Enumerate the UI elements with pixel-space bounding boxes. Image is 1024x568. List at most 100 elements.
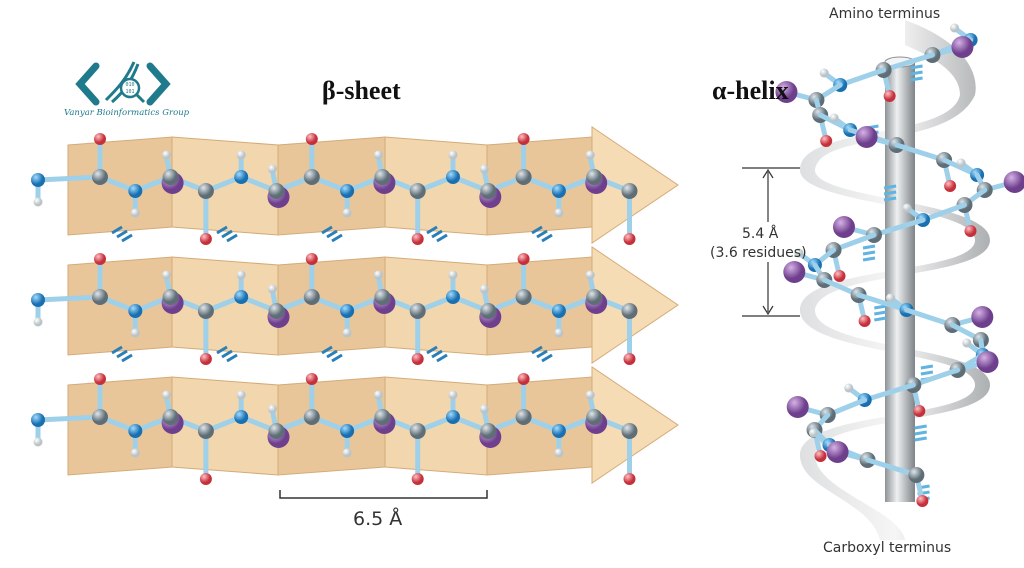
alpha-helix — [775, 20, 1024, 540]
hydrogen-bond-dash — [883, 184, 897, 190]
oxygen-atom — [305, 373, 318, 385]
hydrogen-atom — [236, 150, 246, 160]
logo-bracket-left — [75, 62, 100, 106]
side-chain-atom — [832, 216, 855, 238]
hydrogen-bond — [216, 225, 238, 243]
carbon-atom — [908, 467, 925, 483]
hydrogen-bond-dash — [914, 436, 927, 442]
hydrogen-bond-dash — [874, 310, 887, 316]
nitrogen-atom — [128, 424, 143, 438]
rise-label: 5.4 Å — [742, 226, 779, 242]
oxygen-atom — [833, 270, 846, 282]
nitrogen-atom — [446, 290, 460, 304]
hydrogen-bond-dash — [541, 353, 553, 363]
hydrogen-atom — [130, 208, 140, 218]
logo-digits-top: 010 — [125, 82, 134, 88]
nitrogen-atom — [31, 293, 45, 307]
side-chain-atom — [826, 441, 849, 463]
beta-sheet — [31, 126, 679, 485]
hydrogen-atom — [585, 150, 595, 160]
carbon-atom — [621, 183, 638, 199]
hydrogen-bond-dash — [862, 256, 876, 262]
amino-terminus-label: Amino terminus — [829, 6, 941, 22]
carbon-atom — [162, 409, 179, 425]
nitrogen-atom — [340, 424, 355, 438]
spacing-label: 6.5 Å — [353, 508, 403, 530]
hydrogen-bond — [862, 244, 876, 262]
bond — [35, 414, 103, 423]
side-chain-atom — [775, 81, 798, 103]
carbon-atom — [374, 409, 391, 425]
hydrogen-atom — [962, 338, 972, 348]
nitrogen-atom — [234, 410, 249, 424]
hydrogen-atom — [956, 158, 966, 168]
hydrogen-bond-dash — [536, 349, 548, 359]
bond — [871, 217, 926, 238]
bond — [862, 382, 916, 403]
hydrogen-atom — [585, 270, 595, 280]
bond — [865, 457, 919, 478]
hydrogen-bond-dash — [531, 225, 543, 235]
carbon-atom — [162, 289, 179, 305]
hydrogen-bond-dash — [874, 304, 887, 310]
hydrogen-atom — [236, 390, 246, 400]
hydrogen-bond-dash — [910, 70, 923, 76]
hydrogen-bond — [910, 64, 923, 82]
oxygen-atom — [199, 473, 212, 485]
carbon-atom — [92, 289, 108, 305]
oxygen-atom — [814, 450, 827, 462]
hydrogen-bond — [426, 345, 448, 363]
side-chain-atom — [783, 261, 806, 283]
nitrogen-atom — [31, 173, 45, 187]
oxygen-atom — [305, 253, 318, 265]
hydrogen-atom — [373, 150, 383, 160]
carbon-atom — [515, 289, 532, 305]
hydrogen-bond — [531, 345, 553, 363]
hydrogen-atom — [808, 428, 818, 438]
side-chain-atom — [855, 126, 878, 148]
hydrogen-bond-dash — [221, 229, 233, 239]
hydrogen-bond-dash — [326, 229, 338, 239]
hydrogen-atom — [554, 448, 564, 458]
nitrogen-atom — [234, 170, 249, 184]
hydrogen-atom — [236, 270, 246, 280]
hydrogen-bond — [216, 345, 238, 363]
hydrogen-atom — [268, 284, 277, 294]
carbon-atom — [303, 169, 320, 185]
hydrogen-bond-dash — [914, 430, 927, 436]
hydrogen-bond-dash — [221, 349, 233, 359]
nitrogen-atom — [551, 424, 566, 438]
hydrogen-bond-dash — [431, 349, 443, 359]
carbon-atom — [515, 169, 532, 185]
hydrogen-atom — [33, 437, 43, 447]
beta-strand — [31, 126, 679, 245]
oxygen-atom — [517, 133, 530, 145]
oxygen-atom — [199, 353, 212, 365]
spacing-bracket — [279, 490, 488, 499]
carbon-atom — [197, 423, 214, 439]
hydrogen-bond — [111, 225, 133, 243]
magnifier-handle — [135, 93, 146, 104]
helix-ribbon — [800, 20, 990, 540]
carbon-atom — [268, 183, 285, 199]
carbon-atom — [409, 423, 426, 439]
hydrogen-atom — [33, 317, 43, 327]
bond — [35, 294, 103, 303]
carboxyl-terminus-label: Carboxyl terminus — [823, 540, 952, 556]
hydrogen-bond-dash — [321, 345, 333, 355]
hydrogen-atom — [162, 390, 172, 400]
beta-sheet-title: β-sheet — [322, 76, 401, 105]
carbon-atom — [409, 183, 426, 199]
hydrogen-atom — [902, 203, 912, 213]
oxygen-atom — [94, 133, 106, 145]
hydrogen-bond-dash — [426, 225, 438, 235]
hydrogen-atom — [479, 284, 489, 294]
bond — [837, 67, 887, 88]
bond — [881, 52, 935, 73]
hydrogen-atom — [268, 164, 277, 174]
carbon-atom — [92, 169, 108, 185]
hydrogen-bond — [111, 345, 133, 363]
hydrogen-atom — [448, 270, 458, 280]
nitrogen-atom — [340, 304, 355, 318]
logo: 010 101 — [75, 61, 171, 106]
